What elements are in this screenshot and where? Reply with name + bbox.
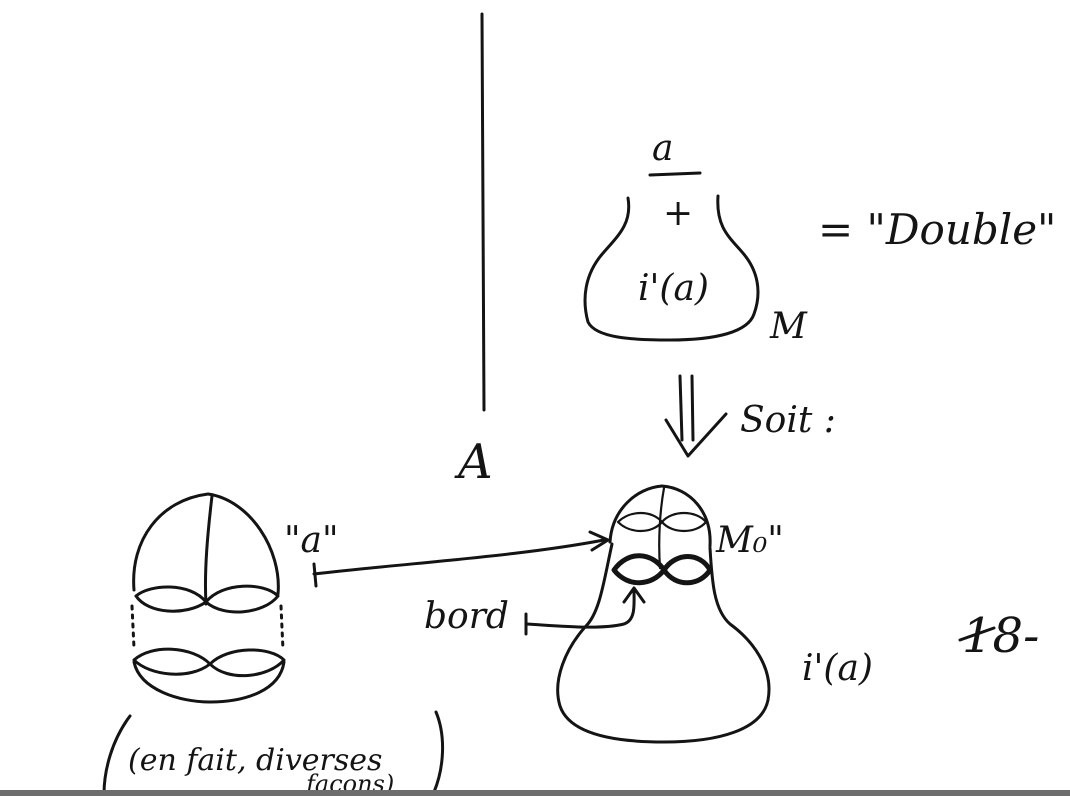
left-egg-bottom-outline xyxy=(132,660,286,704)
m0-top-seam xyxy=(658,486,666,570)
m0-label: M₀" xyxy=(715,520,784,561)
a-to-m0-arrow-head xyxy=(588,530,610,552)
paren-left xyxy=(102,714,132,796)
a-quoted-label: "a" xyxy=(284,520,339,561)
fraction-denominator-ia: i'(a) xyxy=(638,268,709,309)
bord-arrow-line xyxy=(524,588,636,629)
vertical-divider-line xyxy=(480,12,486,412)
double-label: = "Double" xyxy=(818,205,1056,254)
soit-label: Soit : xyxy=(740,400,836,441)
left-egg-lower-lens-right xyxy=(208,648,286,678)
m0-upper-lens-right xyxy=(660,511,708,533)
fraction-bar xyxy=(648,171,702,177)
set-label-a: A xyxy=(454,434,493,490)
implies-arrow-line-right xyxy=(690,374,695,442)
manifold-flask-outline xyxy=(583,194,760,342)
paren-right xyxy=(432,710,444,794)
page-number-stroke xyxy=(958,626,996,642)
left-egg-dashed-right xyxy=(279,604,285,652)
left-egg-dashed-left xyxy=(130,604,136,650)
bord-label: bord xyxy=(424,596,509,637)
left-egg-upper-lens-left xyxy=(134,585,208,613)
manifold-label-m: M xyxy=(769,306,808,347)
left-egg-vertical-seam xyxy=(203,494,214,606)
implies-arrow-head xyxy=(664,412,728,458)
a-to-m0-arrow-line xyxy=(312,538,606,576)
parenthetical-line-1: (en fait, diverses xyxy=(128,743,382,778)
fraction-numerator-a: a xyxy=(652,128,673,169)
scan-bottom-edge xyxy=(0,790,1070,796)
m0-waist-lens-right xyxy=(661,554,713,586)
m0-top-dome xyxy=(608,484,712,548)
implies-arrow-line-left xyxy=(678,374,684,442)
ia-right-label: i'(a) xyxy=(802,648,873,689)
bord-arrow-head xyxy=(622,586,646,604)
m0-waist-lens-left xyxy=(611,553,667,586)
left-egg-top-outline xyxy=(132,492,280,596)
left-egg-upper-lens-right xyxy=(204,584,280,614)
m0-upper-lens-left xyxy=(616,511,664,533)
fraction-plus: + xyxy=(663,193,693,234)
left-egg-lower-lens-left xyxy=(132,647,212,676)
